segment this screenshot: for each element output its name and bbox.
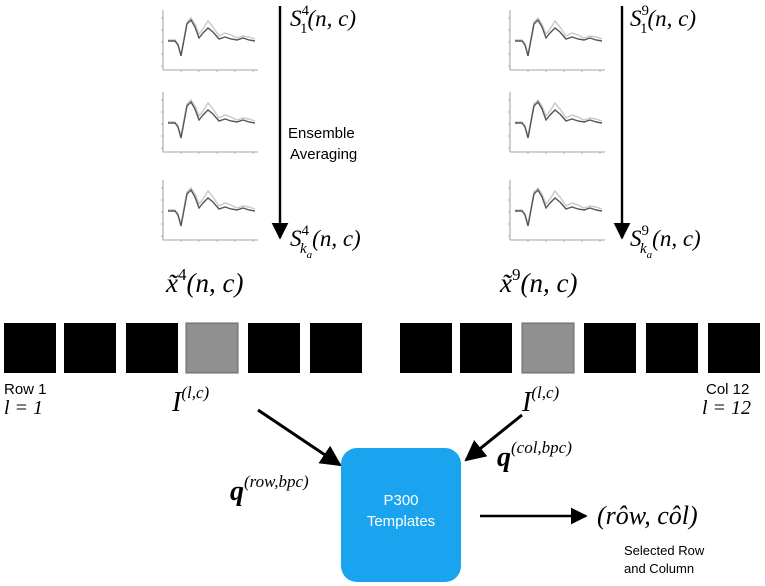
- p300-templates-line1: P300: [383, 492, 418, 509]
- right-average-label: x̃9(n, c): [499, 265, 577, 298]
- right-epoch-plot-1: [507, 9, 606, 73]
- row-block-2: [64, 323, 116, 373]
- row-block-highlighted: [185, 322, 239, 374]
- col-block-1: [400, 323, 452, 373]
- left-epoch-plot-3: [160, 179, 259, 243]
- selected-output-expression: (rôw, côl): [597, 501, 698, 530]
- ensemble-averaging-label-line1: Ensemble: [288, 125, 355, 142]
- col-block-6: [708, 323, 760, 373]
- row-block-3: [126, 323, 178, 373]
- col-blocks: [400, 322, 760, 374]
- col-12-label: Col 12: [706, 381, 749, 398]
- col-block-highlighted: [521, 322, 575, 374]
- col-block-5: [646, 323, 698, 373]
- col-to-template-arrow: [464, 413, 523, 462]
- col-image-label: I(l,c): [521, 383, 560, 418]
- row-l-equals-1: l = 1: [4, 397, 43, 419]
- row-1-label: Row 1: [4, 381, 47, 398]
- left-average-label: x̃4(n, c): [165, 265, 243, 298]
- row-to-template-arrow: [257, 408, 342, 467]
- p300-templates-line2: Templates: [367, 513, 435, 530]
- row-image-label: I(l,c): [171, 383, 210, 418]
- selected-caption-line2: and Column: [624, 561, 694, 576]
- ensemble-averaging-label-line2: Averaging: [290, 146, 357, 163]
- left-epoch-plot-1: [160, 9, 259, 73]
- q-col-label: q(col,bpc): [497, 438, 572, 473]
- col-l-equals-12: l = 12: [702, 397, 751, 419]
- row-blocks: [4, 322, 362, 374]
- col-block-2: [460, 323, 512, 373]
- right-epoch-plot-2: [507, 91, 606, 155]
- p300-templates-box: [341, 448, 461, 582]
- col-block-4: [584, 323, 636, 373]
- row-block-5: [248, 323, 300, 373]
- q-row-label: q(row,bpc): [230, 472, 309, 507]
- selected-caption-line1: Selected Row: [624, 543, 705, 558]
- right-epoch-plot-3: [507, 179, 606, 243]
- row-block-6: [310, 323, 362, 373]
- row-block-1: [4, 323, 56, 373]
- left-epoch-plot-2: [160, 91, 259, 155]
